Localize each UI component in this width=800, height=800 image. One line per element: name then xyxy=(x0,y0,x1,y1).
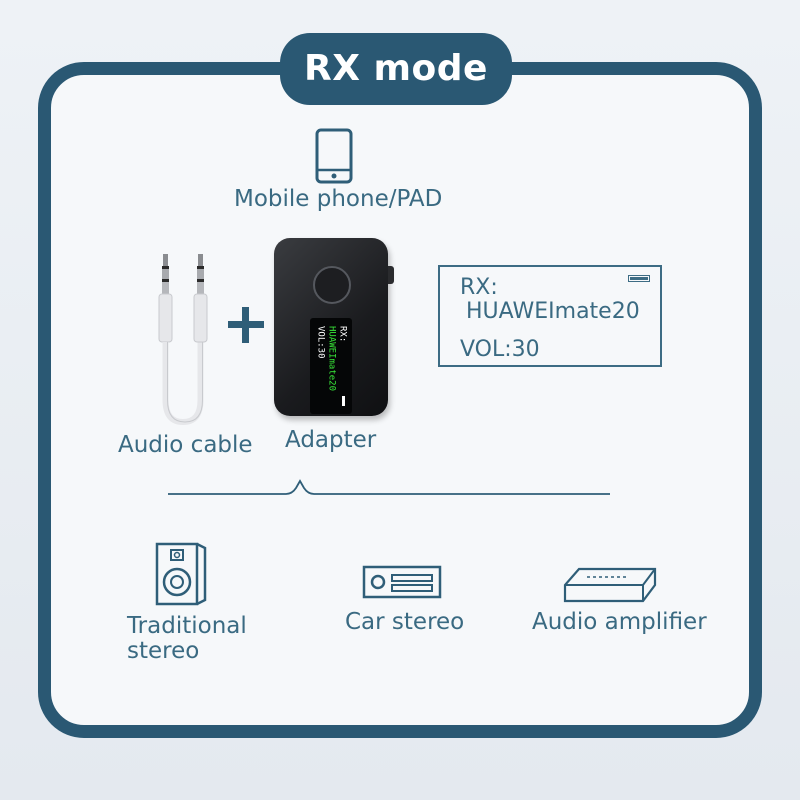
audio-cable-label: Audio cable xyxy=(118,432,253,458)
display-rx-label: RX: xyxy=(460,275,498,300)
display-panel: RX: HUAWEImate20 VOL:30 xyxy=(438,265,662,367)
mode-frame xyxy=(38,62,762,738)
mobile-phone-label: Mobile phone/PAD xyxy=(234,186,443,212)
divider-brace xyxy=(168,479,610,495)
traditional-stereo-label-line2: stereo xyxy=(127,638,200,664)
display-device-name: HUAWEImate20 xyxy=(466,299,640,324)
adapter-label: Adapter xyxy=(285,427,377,453)
audio-cable-icon xyxy=(158,254,208,425)
display-volume: VOL:30 xyxy=(460,337,540,362)
audio-amplifier-label: Audio amplifier xyxy=(532,609,707,635)
car-stereo-icon xyxy=(362,565,442,599)
battery-icon xyxy=(628,275,650,282)
adapter-screen-volume: VOL:30 xyxy=(315,326,326,359)
car-stereo-label: Car stereo xyxy=(345,609,465,635)
adapter-screen-indicator xyxy=(342,396,345,406)
speaker-icon xyxy=(155,542,207,606)
adapter-screen-device: HUAWEImate20 xyxy=(326,326,337,392)
adapter-screen-rx: RX: xyxy=(337,326,348,343)
plus-icon xyxy=(228,307,264,343)
mode-title: RX mode xyxy=(280,33,512,105)
mobile-phone-icon xyxy=(315,128,353,184)
adapter-device: RX: HUAWEImate20 VOL:30 xyxy=(274,238,394,416)
side-port xyxy=(388,266,394,284)
traditional-stereo-label: Traditional stereo xyxy=(127,614,247,664)
adapter-screen: RX: HUAWEImate20 VOL:30 xyxy=(310,318,352,414)
amplifier-icon xyxy=(563,567,657,603)
traditional-stereo-label-line1: Traditional xyxy=(127,613,247,639)
power-button-icon xyxy=(313,266,351,304)
